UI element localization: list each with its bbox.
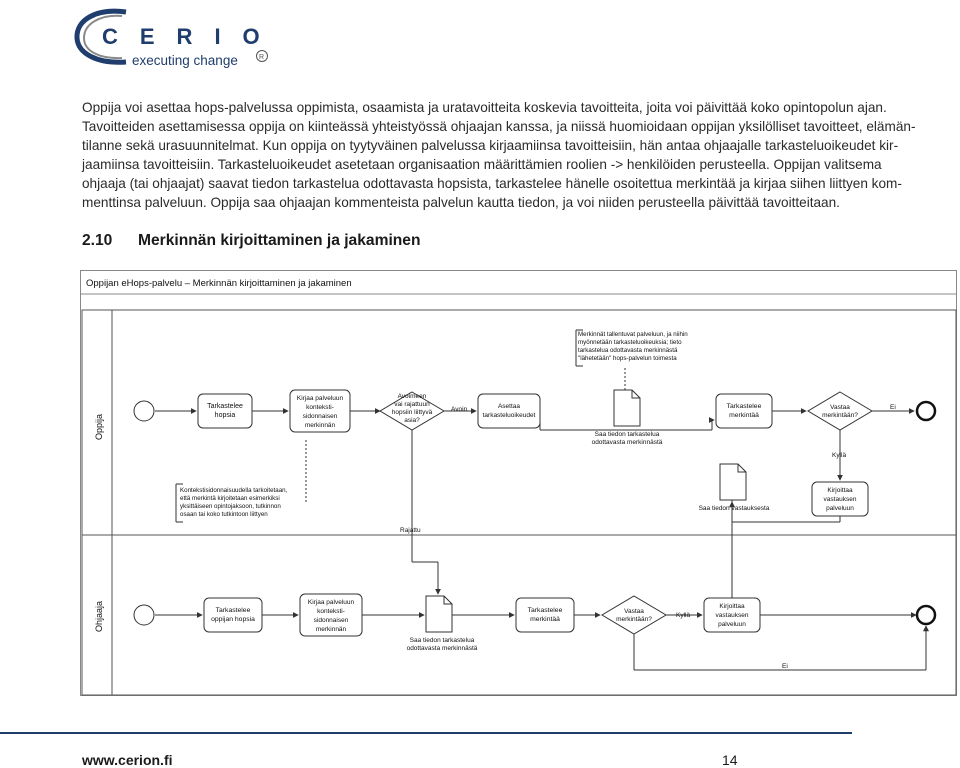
end-event-oppija — [915, 400, 937, 422]
section-heading: 2.10 Merkinnän kirjoittaminen ja jakamine… — [82, 232, 421, 250]
gateway-label: merkintään? — [822, 412, 858, 419]
gateway-label: hopsiin liittyvä — [392, 409, 433, 416]
cerion-logo: CERION executing change R — [74, 6, 274, 72]
task-oppija-review-hops — [197, 393, 253, 429]
task-label: konteksti- — [317, 608, 345, 615]
flow-label-kylla: Kyllä — [832, 452, 846, 459]
task-label: merkinnän — [316, 626, 347, 633]
paragraph-1: Oppija voi asettaa hops-palvelussa oppim… — [82, 100, 887, 115]
document-label: odottavasta merkinnästä — [592, 439, 663, 446]
task-label: Tarkastelee — [528, 607, 563, 614]
paragraph-2-line: jaamiinsa tavoitteisiin. Tarkasteluoikeu… — [82, 157, 882, 173]
task-ohjaaja-write-entry — [299, 593, 363, 637]
task-label: hopsia — [215, 412, 236, 419]
annotation-line: myönnetään tarkasteluoikeuksia; tieto — [578, 339, 682, 346]
document-notify-waiting-ohjaaja — [425, 595, 453, 633]
annotation-line: että merkintä kirjoitetaan esimerkiksi — [180, 495, 280, 502]
task-label: palveluun — [718, 621, 746, 628]
flow-label-ei: Ei — [782, 663, 788, 670]
annotation-line: tarkastelua odottavasta merkinnästä — [578, 347, 678, 354]
paragraph-2-line: menttinsa palveluun. Oppija saa ohjaajan… — [82, 195, 840, 211]
task-label: Tarkastelee — [207, 403, 243, 410]
document-notify-waiting-oppija — [613, 389, 641, 427]
section-title: Merkinnän kirjoittaminen ja jakaminen — [138, 232, 421, 249]
gateway-label: asia? — [404, 417, 420, 424]
document-label: Saa tiedon vastauksesta — [699, 505, 770, 512]
page-number: 14 — [722, 752, 738, 768]
task-label: oppijan hopsia — [211, 616, 255, 623]
start-event-oppija — [133, 400, 155, 422]
task-label: sidonnaisen — [303, 413, 338, 420]
end-event-ohjaaja — [915, 604, 937, 626]
paragraph-2-line: tilanne sekä urasuunnitelmat. Kun oppija… — [82, 138, 899, 154]
task-oppija-write-entry — [289, 389, 351, 433]
paragraph-2-line: Tavoitteiden asettamisessa oppija on kii… — [82, 119, 916, 135]
logo-wordmark: CERION — [102, 24, 274, 49]
task-label: Tarkastelee — [727, 403, 762, 410]
gateway-reply-oppija — [807, 391, 873, 431]
task-label: tarkasteluoikeudet — [483, 412, 536, 419]
gateway-label: merkintään? — [616, 616, 652, 623]
task-label: merkintää — [729, 412, 759, 419]
gateway-label: Vastaa — [624, 608, 644, 615]
lane-label-oppija: Oppija — [94, 414, 104, 440]
flow-label-rajattu: Rajattu — [400, 527, 421, 534]
task-label: merkinnän — [305, 422, 336, 429]
gateway-label: Avoimeen — [398, 393, 427, 400]
process-diagram-svg: Oppijan eHops-palvelu – Merkinnän kirjoi… — [80, 270, 957, 696]
task-label: sidonnaisen — [314, 617, 349, 624]
task-label: Kirjaa palveluun — [308, 599, 355, 606]
paragraph-2-line: ohjaaja (tai ohjaajat) saavat tiedon tar… — [82, 176, 902, 192]
task-label: Asettaa — [498, 403, 520, 410]
annotation-line: "lähetetään" hops-palvelun toimesta — [578, 355, 677, 362]
task-label: palveluun — [826, 505, 854, 512]
task-label: Tarkastelee — [216, 607, 251, 614]
diagram-title: Oppijan eHops-palvelu – Merkinnän kirjoi… — [86, 278, 352, 289]
gateway-reply-ohjaaja — [601, 595, 667, 635]
gateway-label: vai rajattuun — [394, 401, 430, 408]
task-oppija-set-rights — [477, 393, 541, 429]
cerion-logo-graphic: CERION executing change R — [74, 8, 274, 68]
flow-label-kylla: Kyllä — [676, 612, 690, 619]
process-diagram: Oppijan eHops-palvelu – Merkinnän kirjoi… — [80, 270, 958, 697]
start-event-ohjaaja — [133, 604, 155, 626]
task-ohjaaja-write-reply — [703, 597, 761, 633]
task-label: Kirjoittaa — [719, 603, 745, 610]
footer-rule — [0, 732, 852, 734]
registered-mark: R — [259, 54, 264, 61]
task-label: konteksti- — [306, 404, 334, 411]
gateway-open-or-restricted — [379, 391, 445, 431]
gateway-label: Vastaa — [830, 404, 850, 411]
task-label: Kirjoittaa — [827, 487, 853, 494]
intro-text: Oppija voi asettaa hops-palvelussa oppim… — [82, 98, 954, 213]
task-label: vastauksen — [716, 612, 749, 619]
task-ohjaaja-review-entry — [515, 597, 575, 633]
flow-label-avoin: Avoin — [451, 406, 468, 413]
document-label: Saa tiedon tarkastelua — [410, 637, 475, 644]
document-label: odottavasta merkinnästä — [407, 645, 478, 652]
section-number: 2.10 — [82, 232, 113, 249]
task-label: Kirjaa palveluun — [297, 395, 344, 402]
lane-label-ohjaaja: Ohjaaja — [94, 601, 104, 632]
logo-tagline: executing change — [132, 53, 238, 68]
task-oppija-review-entry — [715, 393, 773, 429]
footer-url[interactable]: www.cerion.fi — [82, 752, 173, 768]
task-oppija-write-reply — [811, 481, 869, 517]
annotation-line: osaan tai koko tutkintoon liittyen — [180, 511, 268, 518]
annotation-line: yksittäiseen opintojaksoon, tutkinnon — [180, 503, 281, 510]
flow-label-ei: Ei — [890, 404, 896, 411]
document-label: Saa tiedon tarkastelua — [595, 431, 660, 438]
document-notify-reply — [719, 463, 747, 501]
task-label: vastauksen — [824, 496, 857, 503]
annotation-line: Kontekstisidonnaisuudella tarkoitetaan, — [180, 487, 288, 494]
annotation-line: Merkinnät tallentuvat palveluun, ja niih… — [578, 331, 688, 338]
task-label: merkintää — [530, 616, 560, 623]
task-ohjaaja-review-hops — [203, 597, 263, 633]
